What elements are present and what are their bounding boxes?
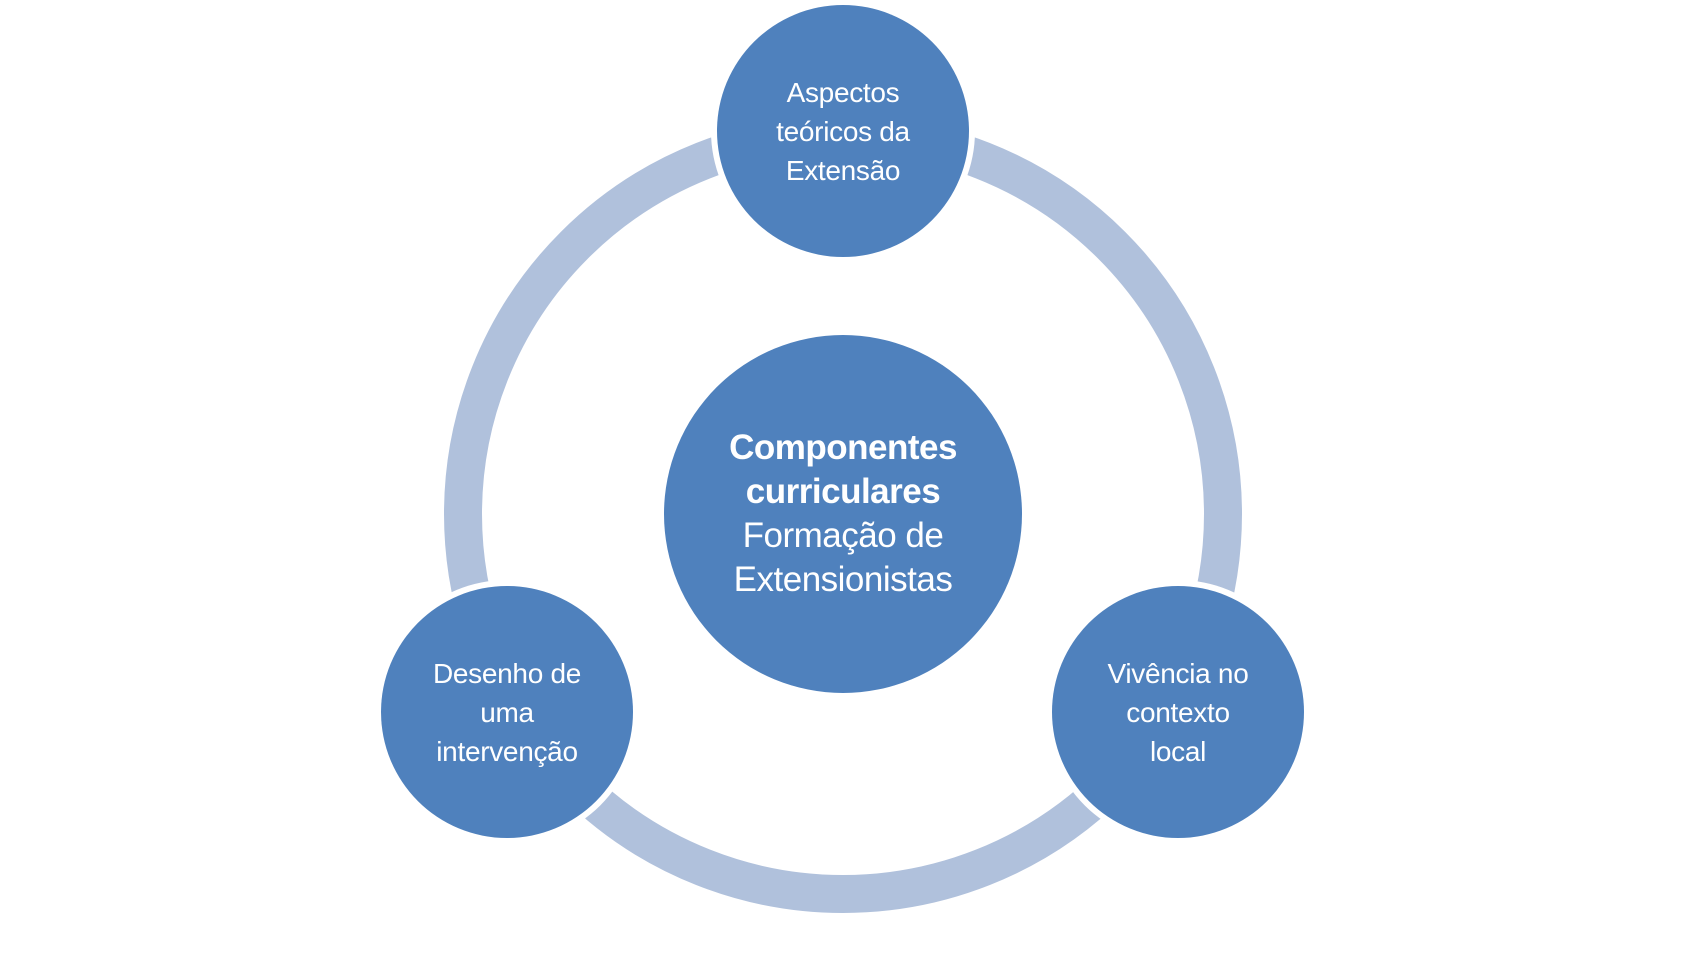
node-left-circle — [381, 586, 633, 838]
center-hub-label: Componentes curriculares Formação de Ext… — [663, 338, 1023, 690]
node-top-circle — [717, 5, 969, 257]
node-left-label: Desenho de uma intervenção — [381, 586, 633, 838]
node-top-label: Aspectos teóricos da Extensão — [717, 5, 969, 257]
center-subtitle-line: Formação de — [742, 516, 944, 555]
node-label-line: uma — [480, 696, 534, 728]
node-label-line: Aspectos — [786, 76, 900, 108]
node-right-circle — [1052, 586, 1304, 838]
center-title-line: curriculares — [745, 472, 941, 511]
center-hub-circle — [664, 335, 1022, 693]
node-label-line: teóricos da — [776, 115, 910, 147]
node-label-line: intervenção — [436, 735, 578, 767]
node-right-label: Vivência no contexto local — [1052, 586, 1304, 838]
node-label-line: Desenho de — [432, 657, 581, 689]
node-label-line: contexto — [1126, 696, 1230, 728]
node-label-line: local — [1149, 735, 1207, 767]
node-label-line: Extensão — [785, 154, 901, 186]
node-label-line: Vivência no — [1107, 657, 1249, 689]
center-title-line: Componentes — [729, 428, 957, 467]
center-subtitle-line: Extensionistas — [733, 560, 953, 599]
